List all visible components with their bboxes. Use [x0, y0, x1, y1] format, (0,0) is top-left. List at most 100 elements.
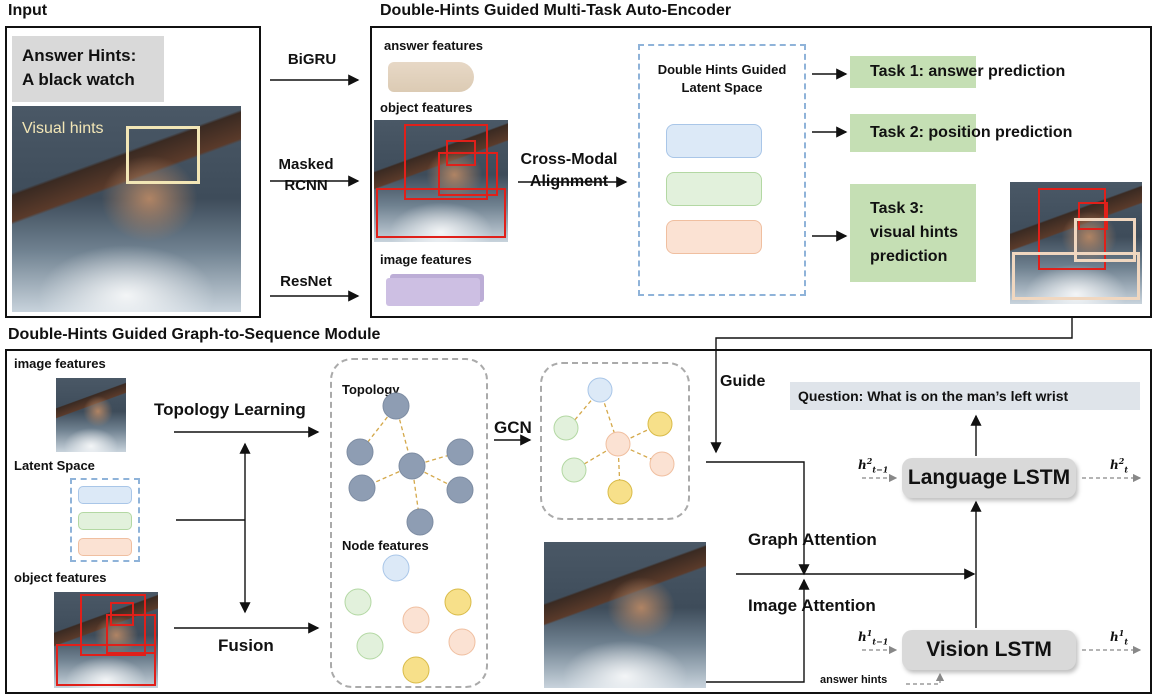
alignment-line1: Cross-Modal	[520, 151, 618, 168]
feat-node-yellow2	[402, 656, 430, 684]
module-object-features-label: object features	[14, 570, 107, 585]
topology-label: Topology	[342, 382, 400, 397]
gcn-label: GCN	[494, 418, 532, 437]
answer-hints-title: Answer Hints:	[22, 46, 137, 65]
autoencoder-title: Double-Hints Guided Multi-Task Auto-Enco…	[380, 2, 732, 19]
feat-node-blue	[382, 554, 410, 582]
gcn-node-green2	[561, 457, 587, 483]
module-latent-green	[78, 512, 132, 530]
gcn-node-yellow1	[647, 411, 673, 437]
latent-title-line2: Latent Space	[681, 80, 763, 95]
visual-hints-label: Visual hints	[22, 120, 104, 137]
topo-node-5	[348, 474, 376, 502]
question-box	[790, 382, 1140, 410]
module-image-features-label: image features	[14, 356, 106, 371]
task3-line1: Task 3:	[870, 200, 924, 217]
topo-node-1	[382, 392, 410, 420]
graph-attention-path	[706, 461, 810, 576]
task1-box: Task 1: answer prediction	[850, 56, 1065, 88]
fusion-label: Fusion	[218, 636, 274, 655]
h1-prev: h1t−1	[858, 628, 889, 647]
gcn-frame	[540, 362, 690, 520]
latent-space-frame	[638, 44, 806, 296]
guide-path	[710, 318, 1073, 454]
module-latent-space-label: Latent Space	[14, 458, 95, 473]
h2-cur: h2t	[1110, 456, 1129, 475]
task1-label: Task 1: answer prediction	[870, 63, 1066, 80]
answer-hints-box	[12, 36, 164, 102]
question-text: Question: What is on the man’s left wris…	[798, 388, 1069, 404]
module-latent-blue	[78, 486, 132, 504]
feat-node-green1	[344, 588, 372, 616]
h2-prev: h2t−1	[858, 456, 889, 475]
object-features-photo	[374, 120, 508, 242]
module-obox-3	[110, 602, 134, 626]
latent-title-line1: Double Hints Guided	[657, 62, 787, 77]
task3-box-peach1	[1074, 218, 1136, 262]
language-lstm-label: Language LSTM	[907, 466, 1071, 489]
module-obox-4	[56, 644, 156, 686]
module-obox-1	[80, 594, 146, 656]
topology-frame	[330, 358, 488, 688]
vision-lstm-label: Vision LSTM	[926, 638, 1052, 661]
gcn-node-orange2	[649, 451, 675, 477]
h1-cur: h1t	[1110, 628, 1129, 647]
module-latent-frame	[70, 478, 140, 562]
task2-box: Task 2: position prediction	[850, 114, 1072, 152]
autoencoder-panel	[370, 26, 1152, 318]
graph2seq-title: Double-Hints Guided Graph-to-Sequence Mo…	[8, 326, 381, 343]
image-features-block	[386, 278, 480, 306]
task3-box: Task 3: visual hints prediction	[850, 184, 976, 282]
object-box-small	[446, 140, 476, 166]
module-obox-2	[106, 614, 156, 654]
feat-node-green2	[356, 632, 384, 660]
object-box-bottom	[376, 188, 506, 238]
image-attention-label: Image Attention	[748, 596, 876, 615]
input-panel	[5, 26, 261, 318]
visual-hints-box	[126, 126, 200, 184]
image-attention-path	[706, 578, 810, 683]
guide-label: Guide	[720, 373, 766, 390]
masked-label: Masked	[278, 156, 334, 173]
input-title: Input	[8, 2, 48, 19]
graph2seq-panel	[5, 349, 1152, 694]
object-box-mid	[438, 152, 498, 196]
resnet-label: ResNet	[280, 273, 332, 290]
task3-box-peach2	[1012, 252, 1140, 300]
module-image-photo	[56, 378, 126, 452]
gcn-node-orange1	[605, 431, 631, 457]
image-features-label: image features	[380, 252, 472, 267]
latent-vector-blue	[666, 124, 762, 158]
graph-attention-label: Graph Attention	[748, 530, 877, 549]
topo-node-3	[398, 452, 426, 480]
topo-node-6	[446, 476, 474, 504]
gcn-node-yellow2	[607, 479, 633, 505]
bigru-label: BiGRU	[287, 51, 337, 68]
topo-node-7	[406, 508, 434, 536]
topology-learning-label: Topology Learning	[154, 400, 306, 419]
answer-hints-small: answer hints	[820, 674, 888, 686]
task3-box-small	[1078, 202, 1108, 230]
feat-node-yellow1	[444, 588, 472, 616]
node-features-label: Node features	[342, 538, 429, 553]
gcn-node-blue	[587, 377, 613, 403]
feat-node-orange1	[402, 606, 430, 634]
attention-photo	[544, 542, 706, 688]
task3-line3: prediction	[870, 248, 948, 265]
task2-label: Task 2: position prediction	[870, 124, 1073, 141]
vision-lstm: Vision LSTM	[902, 630, 1076, 670]
feat-node-orange2	[448, 628, 476, 656]
task3-line2: visual hints	[870, 224, 959, 241]
gcn-node-green1	[553, 415, 579, 441]
topo-node-4	[446, 438, 474, 466]
object-features-label: object features	[380, 100, 473, 115]
topo-node-2	[346, 438, 374, 466]
latent-vector-green	[666, 172, 762, 206]
answer-features-label: answer features	[384, 38, 483, 53]
object-box-large	[404, 124, 488, 200]
answer-features-cylinder	[388, 62, 474, 92]
module-latent-orange	[78, 538, 132, 556]
answer-hints-arrow	[906, 672, 945, 685]
answer-hints-text: A black watch	[22, 70, 135, 89]
